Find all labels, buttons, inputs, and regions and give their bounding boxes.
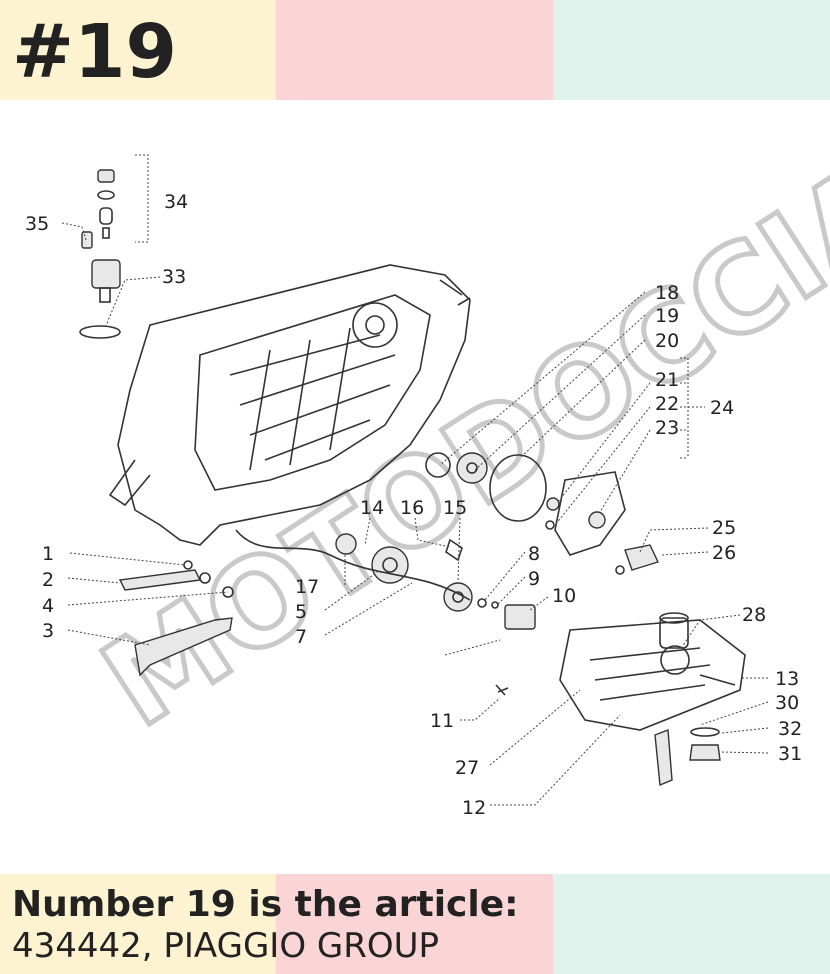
- oil-sump-assembly: [559, 612, 746, 787]
- label-10: 10: [552, 585, 576, 607]
- label-4: 4: [42, 595, 54, 617]
- label-2: 2: [42, 569, 54, 591]
- header-band-yellow: [0, 0, 276, 100]
- label-5: 5: [295, 601, 307, 623]
- exploded-parts-diagram: MOTODOCCIA: [25, 134, 830, 819]
- part-reference-number: #19: [12, 9, 177, 95]
- label-7: 7: [295, 626, 307, 648]
- label-12: 12: [462, 797, 486, 819]
- label-18: 18: [655, 282, 679, 304]
- footer-band-pink: [276, 874, 553, 974]
- watermark: MOTODOCCIA: [78, 134, 830, 757]
- label-23: 23: [655, 417, 679, 439]
- label-3: 3: [42, 620, 54, 642]
- label-14: 14: [360, 497, 384, 519]
- label-30: 30: [775, 692, 799, 714]
- label-20: 20: [655, 330, 679, 352]
- label-24: 24: [710, 397, 734, 419]
- header-band: [0, 0, 830, 100]
- header-band-mint: [553, 0, 830, 100]
- footer-band-yellow: [0, 874, 276, 974]
- article-caption-value: 434442, PIAGGIO GROUP: [12, 926, 440, 966]
- label-32: 32: [778, 718, 802, 740]
- chain-guide-parts: [118, 560, 234, 677]
- label-31: 31: [778, 743, 802, 765]
- label-21: 21: [655, 369, 679, 391]
- label-22: 22: [655, 393, 679, 415]
- label-8: 8: [528, 543, 540, 565]
- label-33: 33: [162, 266, 186, 288]
- label-17: 17: [295, 576, 319, 598]
- label-34: 34: [164, 191, 188, 213]
- footer-band: [0, 874, 830, 974]
- label-19: 19: [655, 305, 679, 327]
- label-26: 26: [712, 542, 736, 564]
- article-caption-heading: Number 19 is the article:: [12, 884, 519, 925]
- watermark-text: MOTODOCCIA: [80, 136, 830, 754]
- label-13: 13: [775, 668, 799, 690]
- part-number-labels: 1 2 3 4 5 7 8 9 10 11 12 13 14 15 16 17 …: [25, 191, 802, 819]
- label-35: 35: [25, 213, 49, 235]
- header-band-pink: [276, 0, 553, 100]
- crankcase-drawing: [108, 264, 471, 546]
- label-11: 11: [430, 710, 454, 732]
- label-25: 25: [712, 517, 736, 539]
- oil-pump-parts: [235, 452, 659, 696]
- tensioner-assembly: [79, 154, 149, 339]
- label-27: 27: [455, 757, 479, 779]
- footer-band-mint: [553, 874, 830, 974]
- label-16: 16: [400, 497, 424, 519]
- label-9: 9: [528, 568, 540, 590]
- label-1: 1: [42, 543, 54, 565]
- leader-lines: [61, 222, 769, 806]
- label-15: 15: [443, 497, 467, 519]
- label-28: 28: [742, 604, 766, 626]
